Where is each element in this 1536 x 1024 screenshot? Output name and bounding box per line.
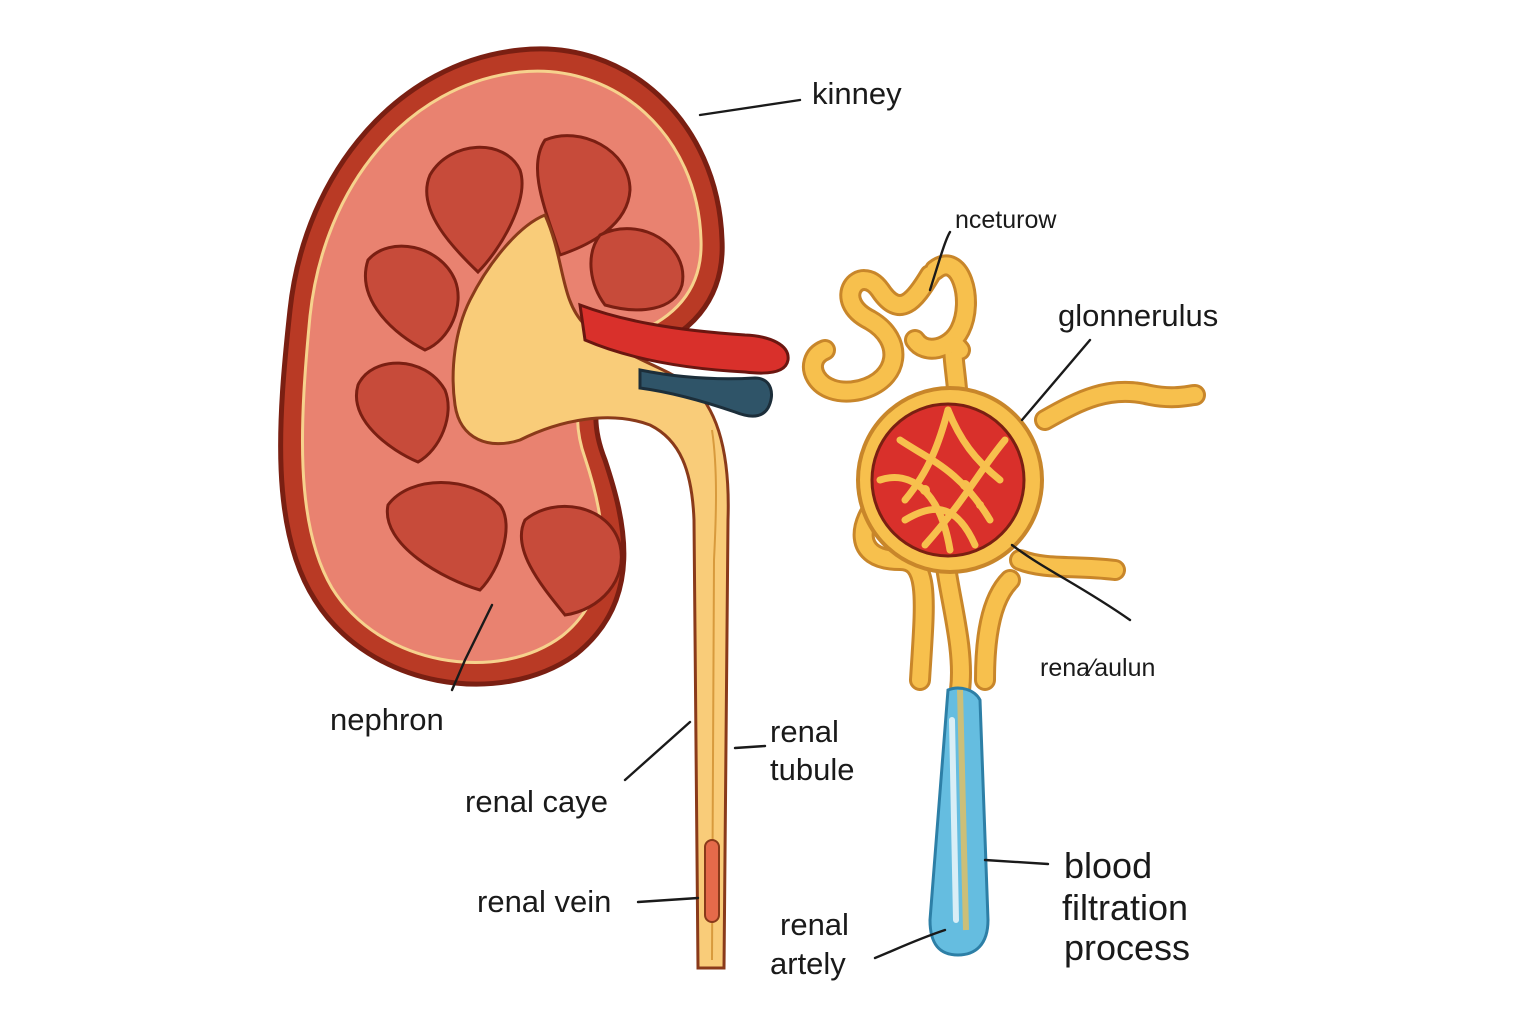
label-renal-vein: renal vein [477,884,611,919]
ureter-inclusion [704,839,720,923]
leader-lines [450,98,1132,960]
collecting-duct [928,686,990,957]
renal-tubule-leader [733,744,767,750]
renal-vein-vessel [638,368,773,418]
label-renal-artery-line1: renal [780,907,849,942]
label-renal-cave: renal caye [465,784,608,819]
label-blood-line1: blood [1064,845,1152,886]
label-renal-artery-line2: artely [770,946,846,981]
renal-pelvis [451,213,730,970]
renal-cave-leader [623,720,692,782]
label-blood-line2: filtration [1062,887,1188,928]
label-nephron: nephron [330,702,444,737]
renal-artery-leader [873,928,947,960]
label-renal-tubule-line1: renal [770,714,839,749]
label-glomerulus: glonnerulus [1058,298,1218,333]
renal-vein-leader [636,896,700,904]
nceturow-leader [928,230,952,292]
kidney-illustration [278,46,790,970]
rena-aulun-leader [1010,543,1132,622]
label-renal-tubule-line2: tubule [770,752,854,787]
label-blood-line3: process [1064,927,1190,968]
nephron-illustration [802,254,1206,957]
label-kidney: kinney [812,76,902,111]
glomerulus-leader [1020,338,1092,422]
renal-artery-vessel [578,302,790,375]
label-rena-aulun: rena⁄aulun [1040,654,1155,682]
nephron-leader [450,603,494,692]
renal-pyramids [355,134,685,617]
labels: kinney nephron renal caye renal vein ren… [330,76,1218,981]
blood-leader [983,858,1050,866]
kidney-leader [698,98,802,117]
label-nceturow: nceturow [955,206,1057,234]
